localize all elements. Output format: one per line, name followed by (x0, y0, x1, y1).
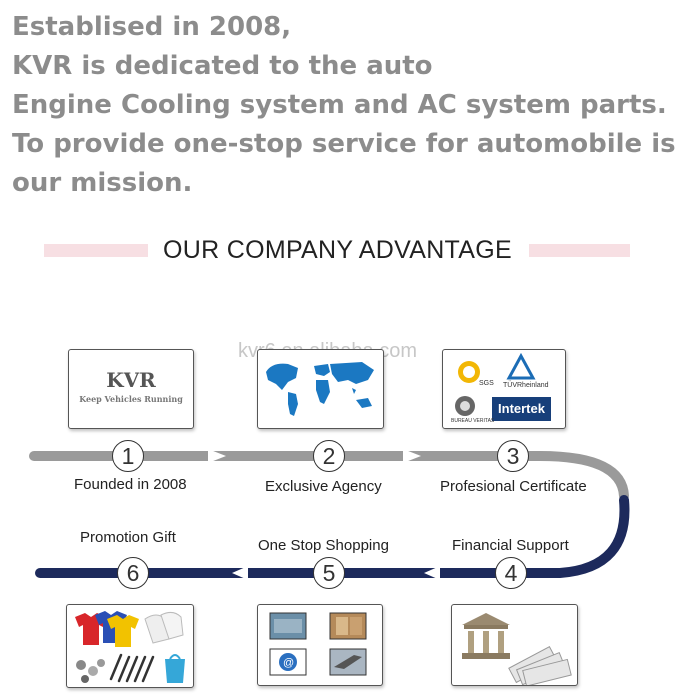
gift-box (66, 604, 194, 688)
logo-title: KVR (106, 368, 156, 392)
step-number-1: 1 (112, 440, 144, 472)
step-label-agency: Exclusive Agency (265, 478, 382, 495)
step-label-financial: Financial Support (452, 537, 569, 554)
svg-text:@: @ (283, 657, 294, 669)
certificate-box: SGS TÜVRheinland Intertek BUREAU VERITAS (442, 349, 566, 429)
step-label-shopping: One Stop Shopping (258, 537, 389, 554)
intro-line: To provide one-stop service for automobi… (12, 129, 676, 159)
shopping-box: @ (257, 604, 383, 686)
intro-line: KVR is dedicated to the auto (12, 51, 433, 81)
intro-text: Establised in 2008, KVR is dedicated to … (12, 8, 692, 203)
sgs-label: SGS (479, 380, 494, 387)
bureau-label: BUREAU VERITAS (451, 418, 495, 424)
world-map-icon (266, 362, 374, 416)
step-number-5: 5 (313, 557, 345, 589)
tuv-label: TÜVRheinland (503, 382, 549, 389)
logo-tagline: Keep Vehicles Running (79, 394, 183, 404)
step-label-founded: Founded in 2008 (74, 476, 187, 493)
intro-line: Engine Cooling system and AC system part… (12, 90, 667, 120)
intro-line: our mission. (12, 168, 193, 198)
step-number-2: 2 (313, 440, 345, 472)
step-label-certificate: Profesional Certificate (440, 478, 587, 495)
section-title: OUR COMPANY ADVANTAGE (163, 236, 512, 264)
intertek-logo: Intertek (492, 397, 551, 421)
world-map-box (257, 349, 384, 429)
step-number-6: 6 (117, 557, 149, 589)
title-band-right (529, 244, 630, 257)
kvr-logo-box: KVR Keep Vehicles Running (68, 349, 194, 429)
intro-line: Establised in 2008, (12, 12, 292, 42)
title-band-left (44, 244, 148, 257)
bank-money-icon (462, 613, 572, 685)
step-number-4: 4 (495, 557, 527, 589)
step-label-gift: Promotion Gift (80, 529, 176, 546)
one-stop-shopping-icon: @ (269, 612, 367, 676)
certificate-logos-icon (455, 352, 536, 416)
promotion-gift-icon (75, 611, 185, 683)
step-number-3: 3 (497, 440, 529, 472)
financial-box (451, 604, 578, 686)
